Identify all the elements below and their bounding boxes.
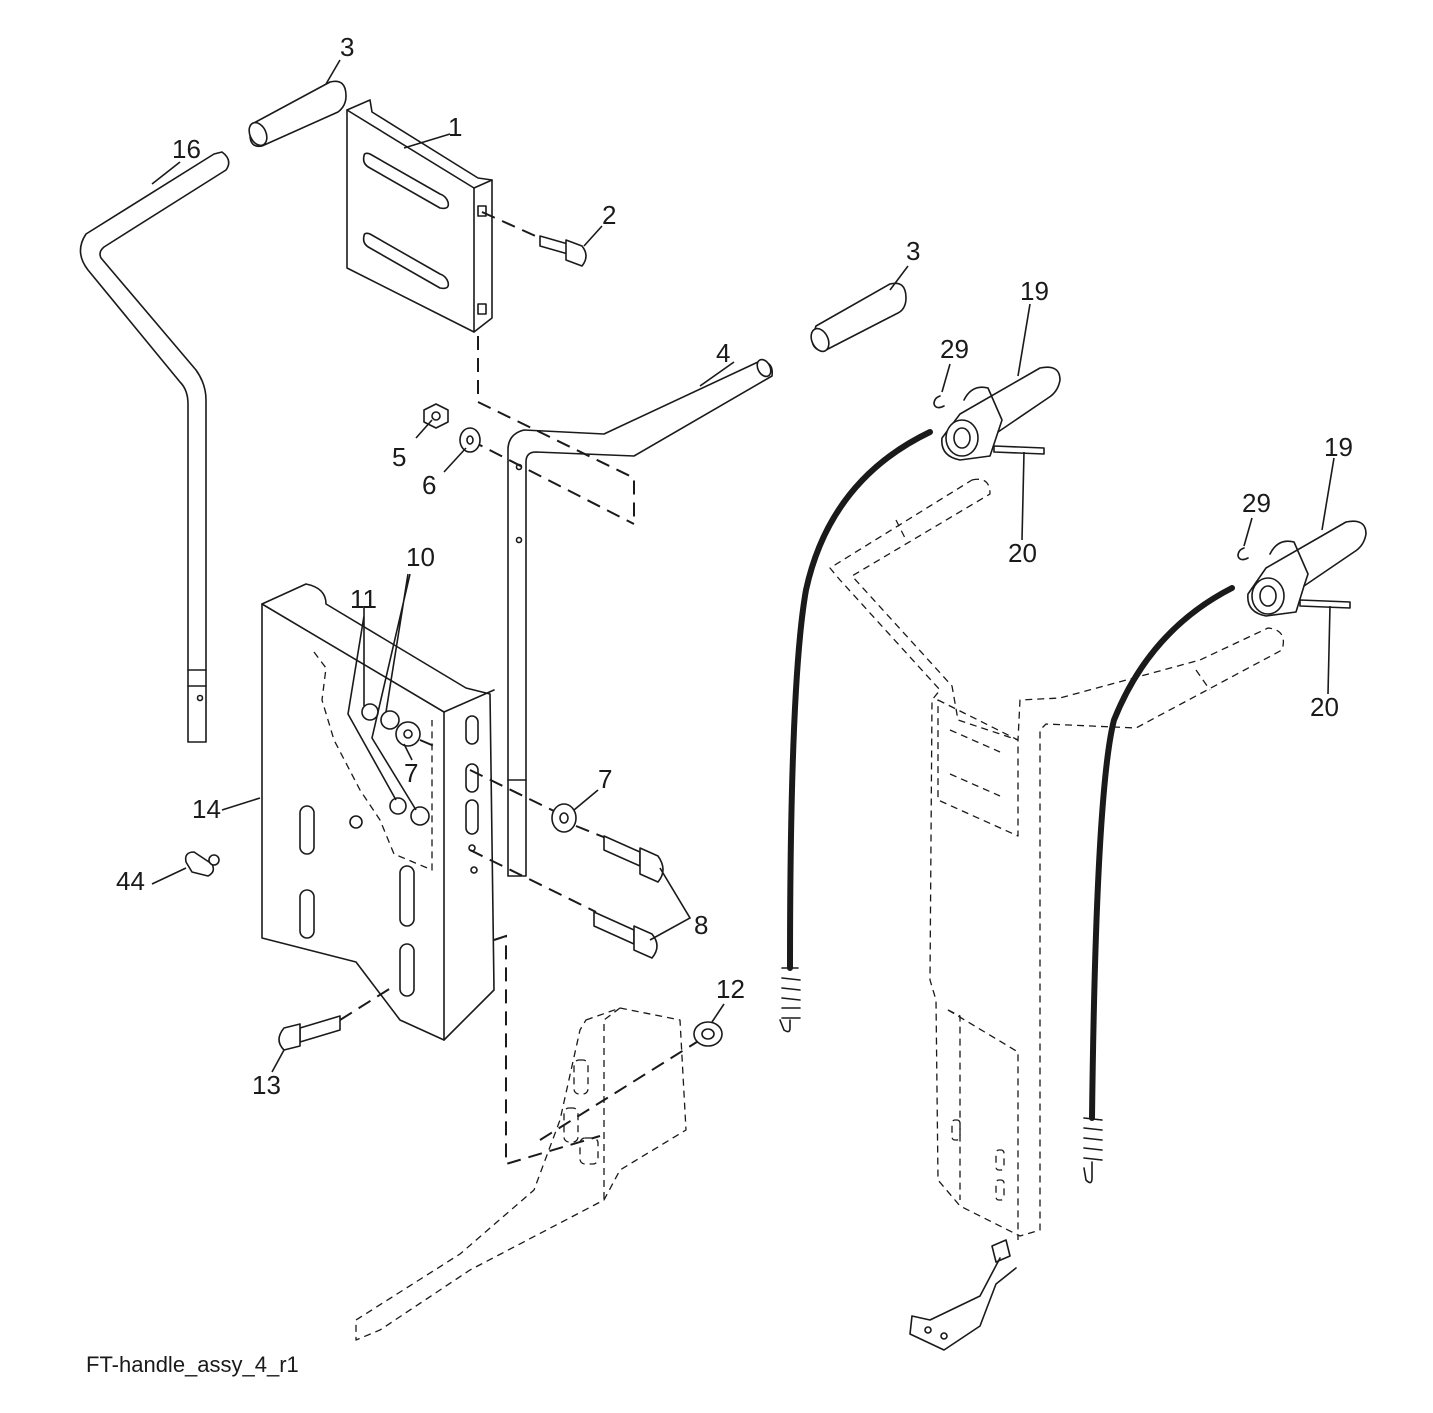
callout-14: 14 bbox=[192, 794, 221, 824]
callout-29-upper: 29 bbox=[940, 334, 969, 364]
part-16-handle-tube bbox=[79, 151, 230, 743]
part-1-console-plate bbox=[346, 99, 493, 333]
callout-19-lower: 19 bbox=[1324, 432, 1353, 462]
callout-10: 10 bbox=[406, 542, 435, 572]
part-29-clip-lower bbox=[1237, 547, 1249, 561]
cable-left bbox=[779, 429, 933, 1033]
part-11-nut-pair bbox=[361, 703, 407, 815]
callout-1: 1 bbox=[448, 112, 462, 142]
ghost-frame-left bbox=[355, 1007, 687, 1341]
callout-4: 4 bbox=[716, 338, 730, 368]
part-3-grip-upper bbox=[248, 80, 347, 148]
callout-6: 6 bbox=[422, 470, 436, 500]
callout-19-upper: 19 bbox=[1020, 276, 1049, 306]
part-2-bolt bbox=[481, 211, 587, 267]
callout-3-right: 3 bbox=[906, 236, 920, 266]
cable-right bbox=[1083, 585, 1235, 1184]
callout-20-upper: 20 bbox=[1008, 538, 1037, 568]
part-8-bolt-upper bbox=[603, 835, 664, 883]
callout-29-lower: 29 bbox=[1242, 488, 1271, 518]
part-29-clip-upper bbox=[933, 395, 945, 409]
part-7-washer-right bbox=[551, 803, 577, 833]
callout-numbers: 3 1 16 2 3 19 29 4 5 6 19 29 20 10 11 20… bbox=[116, 32, 1353, 1100]
callout-5: 5 bbox=[392, 442, 406, 472]
part-13-bolt bbox=[278, 985, 395, 1051]
part-19-lever-upper bbox=[941, 366, 1061, 461]
callout-2: 2 bbox=[602, 200, 616, 230]
ghost-handle-right bbox=[829, 478, 1285, 1240]
part-6-washer bbox=[459, 427, 481, 453]
callout-8: 8 bbox=[694, 910, 708, 940]
callout-3-upper: 3 bbox=[340, 32, 354, 62]
part-12-nut bbox=[693, 1021, 723, 1047]
part-10-washer-pair bbox=[380, 710, 430, 826]
callout-7-left: 7 bbox=[404, 758, 418, 788]
callout-16: 16 bbox=[172, 134, 201, 164]
callout-44: 44 bbox=[116, 866, 145, 896]
part-4-shift-rod bbox=[507, 358, 774, 877]
part-44-clamp bbox=[184, 851, 220, 877]
part-8-bolt-lower bbox=[593, 911, 658, 959]
bracket-bottom-right bbox=[909, 1239, 1017, 1351]
part-14-side-plate bbox=[261, 583, 495, 1041]
leader-lines bbox=[151, 59, 1335, 1073]
callout-7-right: 7 bbox=[598, 764, 612, 794]
part-7-washer-left bbox=[395, 721, 421, 747]
part-19-lever-lower bbox=[1247, 520, 1367, 617]
part-3-grip-right bbox=[810, 282, 907, 353]
callout-13: 13 bbox=[252, 1070, 281, 1100]
callout-11: 11 bbox=[350, 584, 377, 614]
callout-12: 12 bbox=[716, 974, 745, 1004]
drawing-id-caption: FT-handle_assy_4_r1 bbox=[86, 1352, 299, 1377]
callout-20-lower: 20 bbox=[1310, 692, 1339, 722]
